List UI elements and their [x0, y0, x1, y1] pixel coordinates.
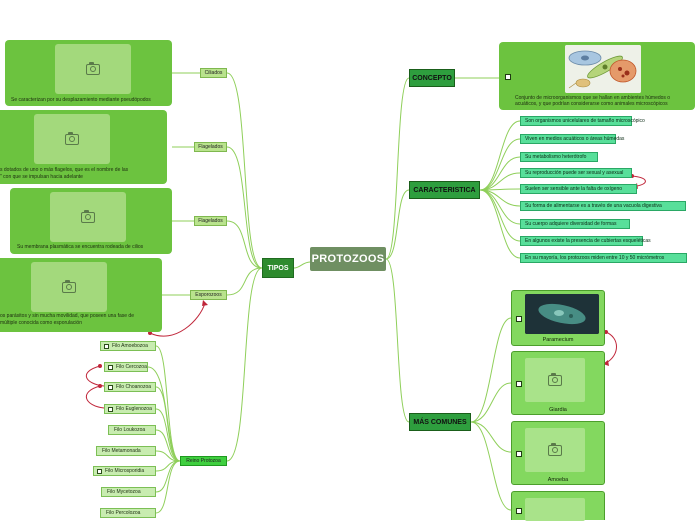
filo-metamonada[interactable]: Filo Metamonada [96, 446, 156, 456]
comun-card-partial[interactable] [511, 491, 605, 521]
branch-concepto[interactable]: CONCEPTO [409, 69, 455, 87]
checkbox-icon[interactable] [505, 74, 511, 80]
comun-label: Paramecium [542, 337, 574, 343]
note-card-flagelados-2[interactable]: Su membrana plasmática se encuentra rode… [10, 188, 172, 254]
tipo-flagelados-1[interactable]: Flagelados [194, 142, 227, 152]
camera-icon [548, 372, 562, 386]
note-card-ciliados[interactable]: Se caracterizan por su desplazamiento me… [5, 40, 172, 106]
note-text-line2: " con que se impulsan hacia adelante [0, 174, 83, 180]
tipo-esporozoos[interactable]: Esporozoos [190, 290, 227, 300]
checkbox-icon[interactable] [516, 451, 522, 457]
image-placeholder [34, 114, 110, 164]
comun-card-paramecium[interactable]: Paramecium [511, 290, 605, 346]
checkbox-icon[interactable] [516, 316, 522, 322]
filo-microsporidia[interactable]: Filo Microsporidia [93, 466, 156, 476]
note-text-line2: múltiple conocida como esporulación [0, 320, 82, 326]
branch-caracteristica[interactable]: CARACTERISTICA [409, 181, 480, 199]
branch-tipos[interactable]: TIPOS [262, 258, 294, 278]
camera-icon [86, 61, 100, 75]
note-text-line1: os parásitos y sin mucha movilidad, que … [0, 313, 134, 319]
comun-card-giardia[interactable]: Giardia [511, 351, 605, 415]
camera-icon [62, 279, 76, 293]
filo-label: Filo Cercozoa [116, 364, 147, 370]
checkbox-icon[interactable] [97, 468, 102, 474]
tipo-flagelados-2[interactable]: Flagelados [194, 216, 227, 226]
protozoa-illustration [565, 45, 641, 93]
concepto-card[interactable]: Conjunto de microorganismos que se halla… [499, 42, 695, 110]
caracteristica-item[interactable]: En su mayoría, los protozoos miden entre… [520, 253, 687, 263]
concepto-text-line2: acuáticos, y que podrían considerarse co… [515, 101, 668, 107]
tipo-reino-protozoa[interactable]: Reino Protozoa [180, 456, 227, 466]
caracteristica-item[interactable]: En algunos existe la presencia de cubier… [520, 236, 651, 246]
filo-cercozoa[interactable]: Filo Cercozoa [104, 362, 148, 372]
filo-percolozoa[interactable]: Filo Percolozoa [100, 508, 156, 518]
checkbox-icon[interactable] [516, 508, 522, 514]
filo-loukozoa[interactable]: Filo Loukozoa [108, 425, 156, 435]
image-placeholder [525, 358, 585, 402]
filo-label: Filo Loukozoa [114, 427, 146, 433]
comun-label: Giardia [549, 407, 567, 413]
tipo-ciliados[interactable]: Ciliados [200, 68, 227, 78]
image-placeholder [50, 192, 126, 242]
comun-label: Amoeba [547, 477, 569, 483]
filo-label: Filo Percolozoa [106, 510, 141, 516]
filo-euglenozoa[interactable]: Filo Euglenozoa [104, 404, 156, 414]
filo-label: Filo Microsporidia [105, 468, 145, 474]
caracteristica-item[interactable]: Su cuerpo adquiere diversidad de formas [520, 219, 630, 229]
paramecium-image [525, 294, 599, 334]
caracteristica-item[interactable]: Viven en medios acuáticos o áreas húmeda… [520, 134, 624, 144]
caracteristica-item[interactable]: Son organismos unicelulares de tamaño mi… [520, 116, 645, 126]
filo-label: Filo Amoebozoa [112, 343, 148, 349]
caracteristica-item[interactable]: Su reproducción puede ser sexual y asexu… [520, 168, 632, 178]
image-placeholder [31, 262, 107, 312]
filo-label: Filo Mycetozoa [107, 489, 141, 495]
branch-mas-comunes[interactable]: MÁS COMUNES [409, 413, 471, 431]
camera-icon [548, 442, 562, 456]
checkbox-icon[interactable] [108, 364, 113, 370]
concepto-text-line1: Conjunto de microorganismos que se halla… [515, 95, 671, 101]
checkbox-icon[interactable] [108, 384, 113, 390]
caracteristica-item[interactable]: Suelen ser sensible ante la falta de oxí… [520, 184, 637, 194]
comun-card-amoeba[interactable]: Amoeba [511, 421, 605, 485]
caracteristica-item[interactable]: Su metabolismo heterótrofo [520, 152, 598, 162]
note-text: Su membrana plasmática se encuentra rode… [17, 244, 144, 250]
caracteristica-item[interactable]: Su forma de alimentarse es a través de u… [520, 201, 686, 211]
checkbox-icon[interactable] [516, 381, 522, 387]
image-placeholder [55, 44, 131, 94]
central-topic[interactable]: PROTOZOOS [310, 247, 386, 271]
filo-label: Filo Euglenozoa [116, 406, 152, 412]
camera-icon [65, 131, 79, 145]
camera-icon [81, 209, 95, 223]
checkbox-icon[interactable] [108, 406, 113, 412]
filo-label: Filo Choanozoa [116, 384, 152, 390]
note-card-flagelados-1[interactable]: s dotados de uno o más flagelos, que es … [0, 110, 167, 184]
filo-label: Filo Metamonada [102, 448, 141, 454]
note-card-esporozoos[interactable]: os parásitos y sin mucha movilidad, que … [0, 258, 162, 332]
image-placeholder [525, 428, 585, 472]
note-text: Se caracterizan por su desplazamiento me… [11, 97, 151, 103]
filo-choanozoa[interactable]: Filo Choanozoa [104, 382, 156, 392]
filo-mycetozoa[interactable]: Filo Mycetozoa [101, 487, 156, 497]
image-placeholder [525, 498, 585, 521]
filo-amoebozoa[interactable]: Filo Amoebozoa [100, 341, 156, 351]
checkbox-icon[interactable] [104, 343, 109, 349]
note-text-line1: s dotados de uno o más flagelos, que es … [0, 167, 129, 173]
